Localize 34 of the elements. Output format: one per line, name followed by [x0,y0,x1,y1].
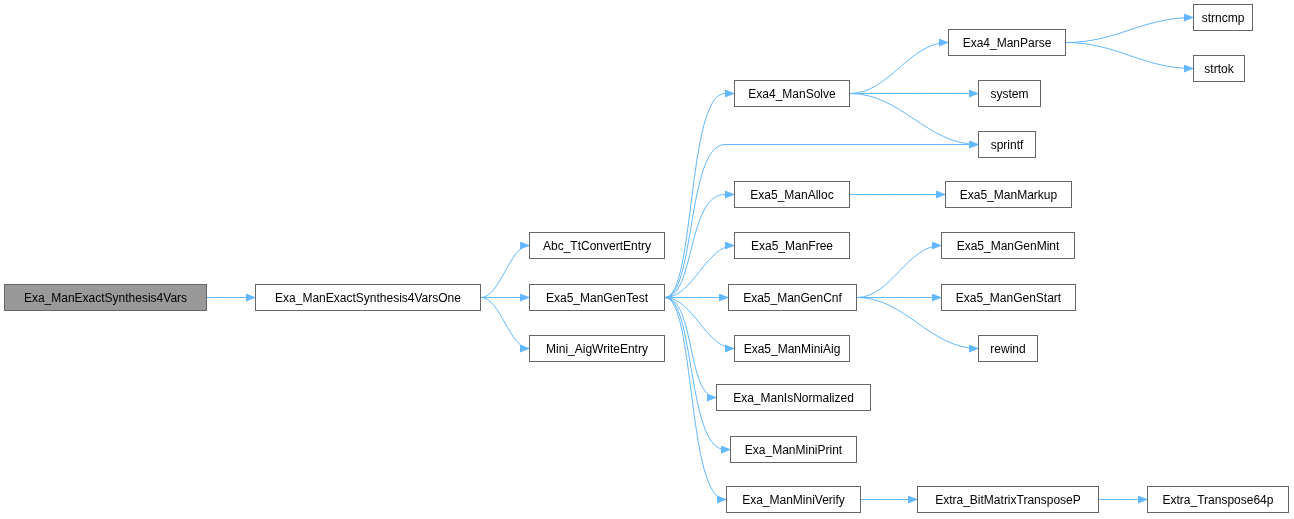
call-arrow [480,297,530,351]
call-arrow [206,293,256,302]
function-box: Mini_AigWriteEntry [529,335,665,362]
call-arrow [1065,42,1194,73]
call-arrow [856,297,979,352]
function-box: Abc_TtConvertEntry [529,232,665,259]
function-box: system [978,80,1041,107]
function-box: Exa5_ManFree [734,232,850,259]
function-box: strtok [1193,55,1245,82]
function-box: Exa_ManMiniPrint [730,436,857,463]
call-arrow [849,190,946,199]
call-arrow [664,190,735,298]
function-box: Exa5_ManAlloc [734,181,850,208]
function-box: Exa_ManMiniVerify [726,486,861,513]
function-box: Exa5_ManGenStart [941,284,1076,311]
function-box: Exa5_ManGenTest [529,284,665,311]
call-arrow [849,93,979,148]
function-box: Exa_ManExactSynthesis4VarsOne [255,284,481,311]
function-box: rewind [978,335,1038,362]
function-box: Exa_ManExactSynthesis4Vars [4,284,207,311]
function-box: strncmp [1193,4,1253,31]
function-box: Exa5_ManGenCnf [728,284,857,311]
function-box: Exa4_ManSolve [734,80,850,107]
function-box: Exa5_ManGenMint [941,232,1075,259]
function-box: Extra_Transpose64p [1147,486,1289,513]
function-box: Extra_BitMatrixTransposeP [917,486,1099,513]
function-box: Exa5_ManMarkup [945,181,1072,208]
function-box: Exa5_ManMiniAig [734,335,850,362]
function-box: Exa_ManIsNormalized [716,384,871,411]
function-box: sprintf [978,131,1036,158]
call-arrow [664,297,727,504]
call-arrow [860,495,918,504]
function-box: Exa4_ManParse [948,29,1066,56]
call-arrow [1098,495,1148,504]
